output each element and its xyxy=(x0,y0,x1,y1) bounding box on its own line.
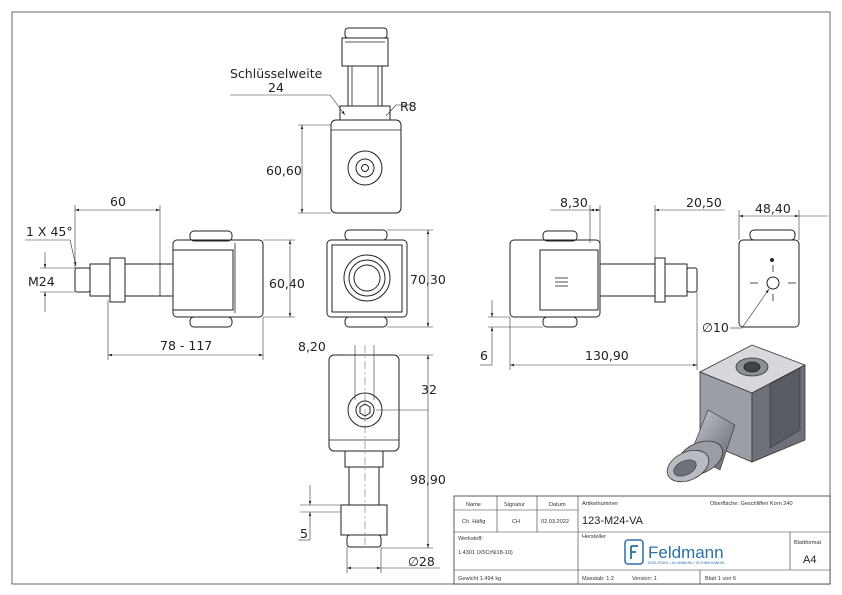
dim-right-4840: 48,40 xyxy=(755,201,791,216)
dim-bottom-32: 32 xyxy=(421,382,437,397)
tb-name: Ch. Häfig xyxy=(462,519,485,525)
tb-weight: Gewicht 1.494 kg xyxy=(458,576,501,582)
tb-scale: Masstab: 1:2 xyxy=(582,576,614,582)
dim-right-2050: 20,50 xyxy=(686,195,722,210)
tb-brand-sub: EDELSTAHL • ALUMINIUM • TECHNIKHANDEL xyxy=(648,561,725,565)
radius-label: R8 xyxy=(400,99,417,114)
dim-right-6: 6 xyxy=(480,348,488,363)
left-view xyxy=(74,230,264,328)
center-view xyxy=(326,229,408,328)
dim-left-height: 60,40 xyxy=(269,276,305,291)
diameter-label: ∅28 xyxy=(408,554,435,569)
tb-format-label: Blattformat xyxy=(794,540,821,546)
tb-col-name: Name xyxy=(466,502,481,508)
dim-top-height: 60,60 xyxy=(266,163,302,178)
tb-brand: Feldmann xyxy=(648,543,724,562)
right-end-view xyxy=(738,229,800,328)
dimension-lines xyxy=(25,94,828,573)
tb-article-number: 123-M24-VA xyxy=(582,515,644,527)
isometric-view xyxy=(666,344,806,483)
dim-bottom-offset: 8,20 xyxy=(298,339,326,354)
wrench-size-value: 24 xyxy=(268,80,284,95)
title-block: Name Signatur Datum Ch. Häfig CH 02.03.2… xyxy=(453,495,831,585)
tb-article-label: Artikelnummer xyxy=(582,501,618,507)
tb-maker-label: Hersteller xyxy=(582,534,606,540)
tb-material-label: Werkstoff: xyxy=(458,536,483,542)
tb-surface: Oberfläche: Geschliffen Korn 240 xyxy=(710,501,793,507)
dim-bottom-9890: 98,90 xyxy=(410,472,446,487)
feldmann-logo: Feldmann EDELSTAHL • ALUMINIUM • TECHNIK… xyxy=(624,539,725,565)
tb-col-signature: Signatur xyxy=(504,502,525,508)
dim-right-13090: 130,90 xyxy=(585,348,629,363)
dim-right-830: 8,30 xyxy=(560,195,588,210)
feldmann-logo-icon xyxy=(624,539,644,565)
top-view xyxy=(330,27,402,214)
tb-format: A4 xyxy=(803,554,816,566)
sheet-border xyxy=(11,11,831,585)
bottom-view xyxy=(328,345,400,548)
dim-bottom-5: 5 xyxy=(300,526,308,541)
tb-col-date: Datum xyxy=(549,502,566,508)
dim-center-height: 70,30 xyxy=(410,272,446,287)
wrench-size-label: Schlüsselweite xyxy=(230,66,323,81)
right-side-view xyxy=(509,230,698,328)
thread-label: M24 xyxy=(28,274,55,289)
dim-left-total: 78 - 117 xyxy=(160,338,212,353)
tb-date: 02.03.2022 xyxy=(541,519,569,525)
hole-label: ∅10 xyxy=(702,320,729,335)
dimension-labels: Schlüsselweite 24 R8 60,60 60 1 X 45° M2… xyxy=(26,66,791,569)
tb-version: Version: 1 xyxy=(632,576,657,582)
tb-material: 1.4301 (X5CrNi18-10) xyxy=(458,550,513,556)
tb-signature: CH xyxy=(512,519,520,525)
dim-left-length: 60 xyxy=(110,194,126,209)
tb-sheet: Blatt 1 von 6 xyxy=(705,576,736,582)
chamfer-label: 1 X 45° xyxy=(26,224,73,239)
